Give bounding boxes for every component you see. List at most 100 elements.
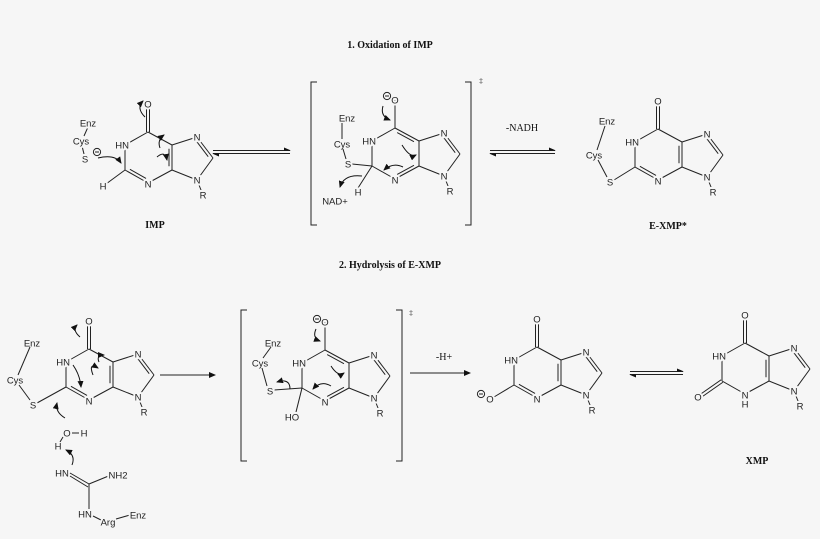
curved-arrow-icon (383, 163, 404, 171)
xmp-atom-r: R (797, 402, 804, 413)
exmp-hydrolysis-bond-C5-N7 (112, 353, 139, 363)
ts2-bond-N9-C4 (348, 387, 375, 399)
guanidine-bond-c-nh2 (88, 474, 112, 485)
guanidine-bond-c-n (69, 472, 90, 485)
ts1-bond-C2-S (351, 163, 373, 167)
water-atom-h2: H (55, 442, 62, 453)
water-atom-o: O (63, 429, 70, 440)
imp-bond-C5-N7 (171, 136, 198, 146)
anion-bond-N3-C2-second (518, 383, 536, 394)
exmp-atom-o6: O (654, 97, 661, 108)
ts1-atom-h: H (355, 188, 362, 199)
anion-bond-N9-R (585, 394, 593, 411)
condition-minus-nadh: -NADH (506, 123, 538, 134)
ts2-atom-ho: HO (285, 413, 299, 424)
anion-atom-n3: N (534, 395, 541, 406)
anion-atom-r: R (589, 406, 596, 417)
guanidine-atom-hn: HN (55, 469, 69, 480)
exmp-bond-N9-R (706, 176, 714, 193)
exmp-bond-N7-C8 (706, 133, 724, 156)
xmp-atom-o6: O (741, 311, 748, 322)
exmp-hydrolysis-bond-N9-R (137, 396, 145, 413)
anion-bond-N1-C6 (513, 346, 538, 361)
exmp-bond-enz-cys (596, 125, 606, 151)
ts1-bond-N7-C8-second (443, 137, 456, 153)
ts2-atom-n1: HN (292, 359, 306, 370)
imp-atom-r: R (200, 191, 207, 202)
curved-arrow-icon (136, 100, 146, 118)
exmp-hyd-bond-C2-S (36, 386, 67, 404)
water-bond-O-H2 (59, 436, 64, 443)
xmp-bond-C4-N3 (744, 380, 770, 395)
ts2-bond-C2-OH (295, 387, 303, 413)
exmp-atom-s: S (607, 178, 613, 189)
exmp-hydrolysis-atom-n7: N (135, 350, 142, 361)
anion-bond-C8-N9 (585, 372, 603, 396)
anion-bond-N7-C8 (585, 351, 603, 374)
negative-charge-icon (312, 314, 322, 324)
exmp-atom-cys: Cys (586, 151, 603, 162)
transition-state-mark-1: ‡ (479, 77, 483, 85)
ts1-atom-n3: N (392, 176, 399, 187)
imp-bond-C4-N3 (147, 169, 173, 184)
curved-arrow-icon (157, 134, 165, 149)
ts1-atom-r: R (447, 187, 454, 198)
imp-bond-N3-C2-second (129, 168, 147, 179)
ts2-bond-enz-cys (262, 346, 272, 359)
ts2-atom-s: S (267, 387, 273, 398)
imp-atom-o6: O (144, 100, 151, 111)
imp-bond-C8-N9 (196, 157, 214, 181)
imp-bond-C2-H (105, 169, 126, 185)
imp-atom-n7: N (194, 133, 201, 144)
ts2-bond-C6-C5 (324, 349, 350, 364)
ts1-bond-C6-C5 (394, 127, 420, 142)
anion-atom-o2: O (486, 395, 493, 406)
exmp-hydrolysis-atom-n9: N (135, 393, 142, 404)
xmp-atom-n3: N (742, 391, 749, 402)
exmp-bond-C4-N3 (657, 166, 683, 181)
exmp-hydrolysis-atom-r: R (141, 408, 148, 419)
exmp-bond-C5-N7 (681, 133, 708, 143)
ts2-bond-N3-C2 (301, 387, 326, 402)
ts1-atom-n1: HN (362, 137, 376, 148)
anion-bond-N3-C2 (513, 384, 538, 399)
ts1-atom-o6: O (391, 96, 398, 107)
anion-bond-N9-C4 (560, 384, 587, 396)
ts1-bond-N9-C4 (418, 165, 445, 177)
exmp-bond-N3-C2-second (639, 165, 657, 176)
guanidine-atom-nh2: NH2 (108, 471, 127, 482)
exmp-bond-cys-s (597, 159, 608, 178)
imp-bond-enz-cys (83, 126, 89, 137)
xmp-bond-N9-R (793, 390, 801, 407)
exmp-hyd-bond-cys-s (18, 384, 31, 401)
negative-charge-icon (92, 147, 102, 157)
curved-arrow-icon (52, 402, 66, 419)
curved-arrow-icon (338, 175, 363, 188)
anion-bond-N7-C8-second (585, 356, 598, 372)
ts2-bond-C6-C5-second (326, 354, 345, 365)
bracket-right (396, 309, 403, 462)
imp-atom-enz: Enz (80, 119, 97, 130)
ts1-atom-enz: Enz (339, 114, 356, 125)
compound-label-imp: IMP (145, 220, 164, 231)
guanidine-bond-nh-arg (92, 515, 102, 521)
xmp-atom-h3: H (742, 400, 749, 411)
ts2-bond-C2-S (273, 387, 303, 391)
xmp-bond-C2-O (700, 379, 722, 395)
curved-arrow-icon (276, 377, 291, 390)
xmp-bond-C2-O-second (702, 381, 724, 397)
ts2-atom-enz: Enz (265, 339, 282, 350)
exmp-hydrolysis-bond-N7-C8-second (137, 358, 150, 374)
ts1-atom-n9: N (441, 172, 448, 183)
exmp-bond-N9-C4 (681, 166, 708, 178)
xmp-atom-n1: HN (712, 352, 726, 363)
ts2-bond-C5-N7 (348, 354, 375, 364)
compound-label-exmp: E-XMP* (649, 221, 687, 232)
bracket-left (310, 81, 317, 226)
xmp-atom-o2: O (694, 393, 701, 404)
imp-bond-N7-C8-second (196, 141, 209, 157)
ts2-bond-C4-N3 (324, 387, 350, 402)
exmp-hydrolysis-bond-N3-C2-second (70, 385, 88, 396)
anion-atom-n1: HN (504, 356, 518, 367)
imp-atom-h: H (100, 182, 107, 193)
